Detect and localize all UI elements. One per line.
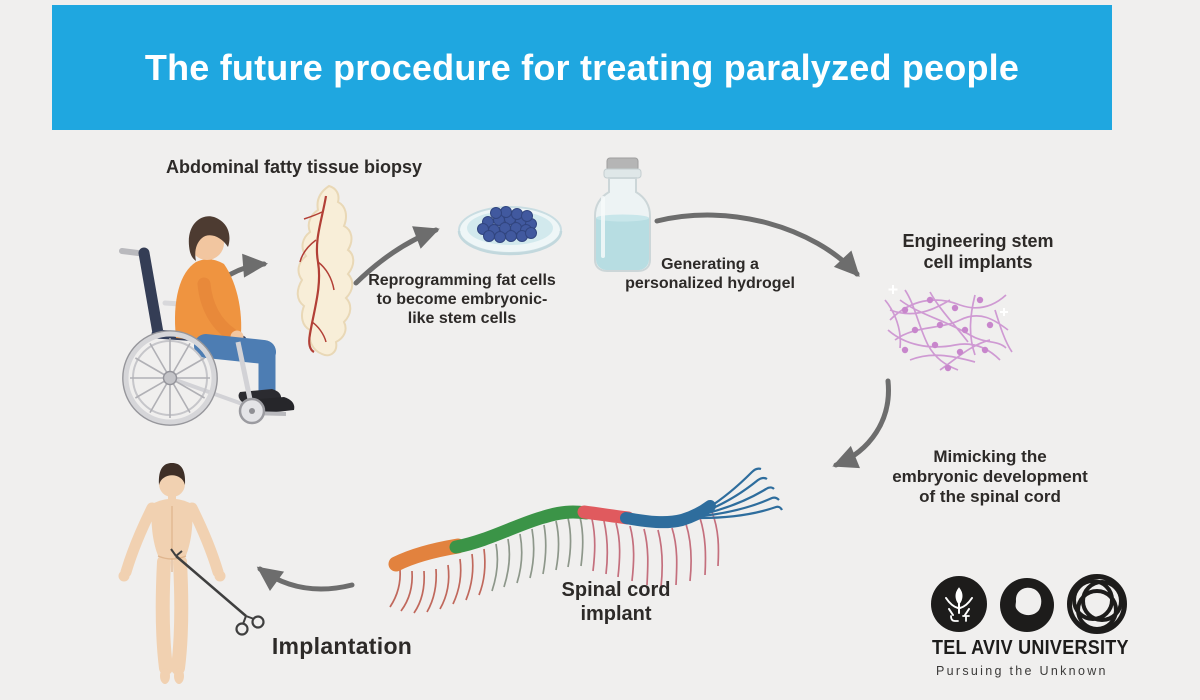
wheelchair-wheel	[122, 330, 218, 426]
hydrogel-bottle-illustration	[594, 157, 651, 272]
stem-cell-nodes	[901, 296, 994, 372]
tau-blob-icon	[1000, 578, 1054, 632]
step-label-mimicking: Mimicking the embryonic development of t…	[892, 447, 1088, 507]
step-label-hydrogel: Generating a personalized hydrogel	[625, 256, 795, 292]
arrow-implantation	[256, 566, 355, 592]
surgical-tool-icon	[170, 548, 265, 636]
stem-cell-colony	[477, 206, 537, 243]
step-label-reprogramming: Reprogramming fat cells to become embryo…	[368, 272, 556, 327]
tau-logo	[931, 574, 1127, 634]
arrow-to-development	[832, 378, 891, 469]
spinal-cord-implant-illustration	[388, 467, 783, 614]
university-tagline: Pursuing the Unknown	[936, 664, 1108, 678]
fatty-tissue-illustration	[296, 184, 355, 357]
step-label-implantation: Implantation	[271, 633, 413, 659]
wheelchair-patient-illustration	[119, 216, 295, 426]
page-title: The future procedure for treating paraly…	[144, 46, 1020, 88]
tau-rings-icon	[1067, 574, 1127, 634]
wheelchair-caster	[238, 397, 266, 425]
sparkle-icon	[888, 285, 1008, 316]
arrow-to-dish	[353, 226, 440, 286]
step-label-biopsy: Abdominal fatty tissue biopsy	[166, 157, 423, 177]
step-label-engineering: Engineering stem cell implants	[902, 231, 1054, 273]
stem-cell-network-illustration	[884, 285, 1013, 372]
tau-emblem-icon	[931, 576, 987, 632]
step-label-spinal-implant: Spinal cord implant	[561, 579, 671, 625]
arrow-to-implants	[654, 212, 860, 277]
petri-dish-illustration	[457, 206, 563, 256]
university-name: TEL AVIV UNIVERSITY	[932, 637, 1129, 659]
patient-body-illustration	[118, 463, 265, 684]
title-banner: The future procedure for treating paraly…	[52, 5, 1112, 130]
